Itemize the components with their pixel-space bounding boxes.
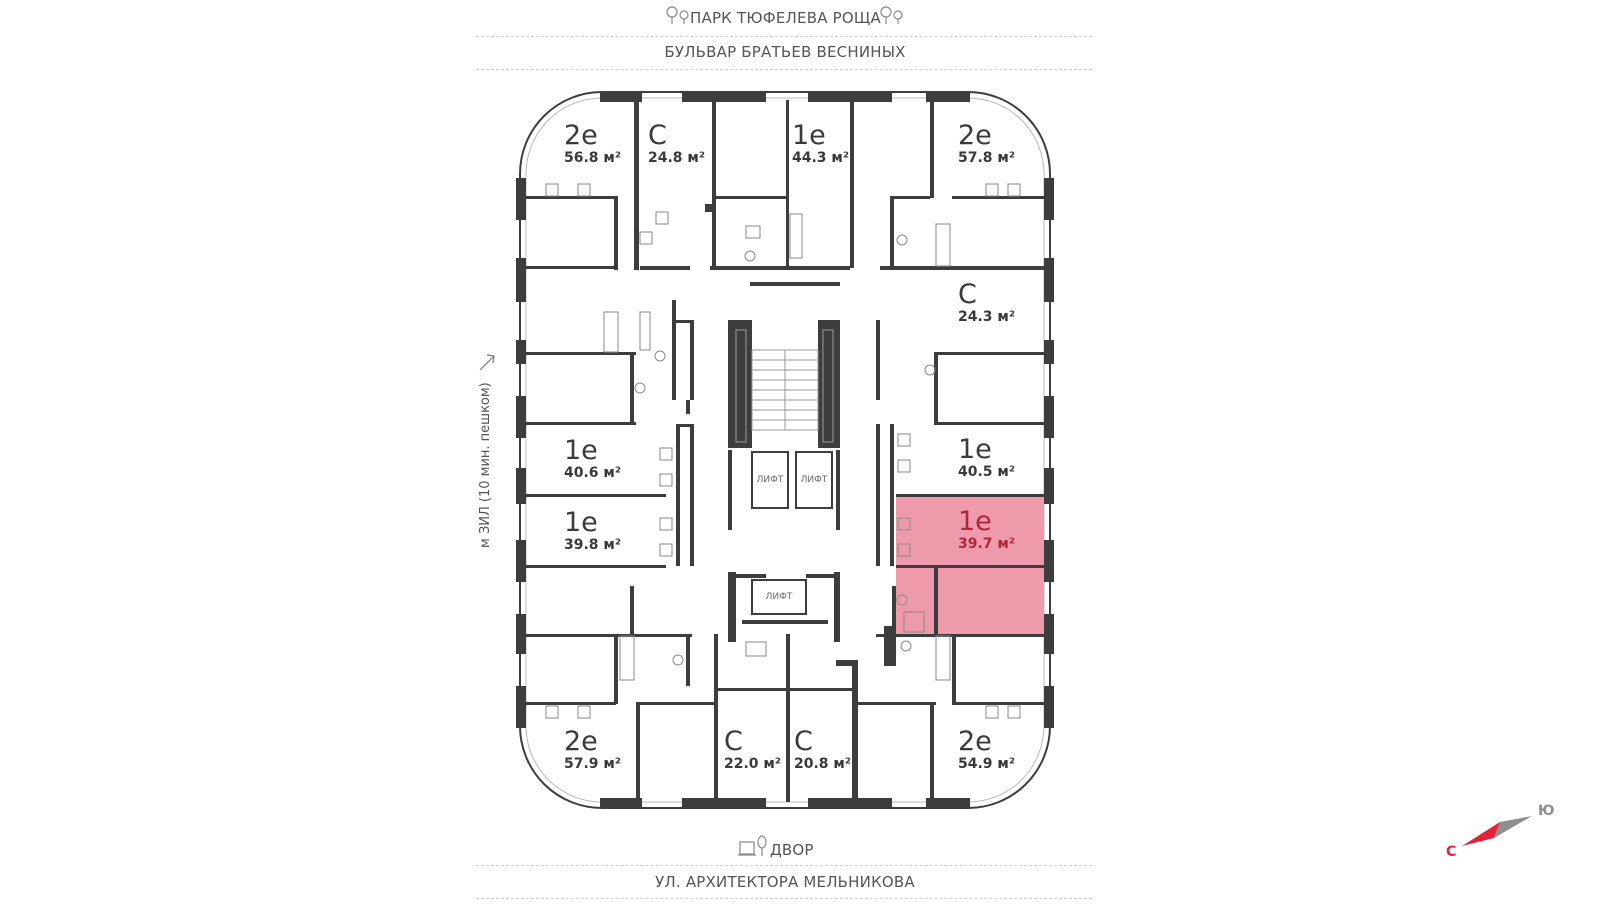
apartment-1e-39-7-selected[interactable]: 1е 39.7 м²	[958, 508, 1015, 551]
apartment-1e-44-3[interactable]: 1е 44.3 м²	[792, 122, 849, 165]
park-label: ПАРК ТЮФЕЛЕВА РОЩА	[690, 9, 881, 27]
compass-icon	[1462, 816, 1532, 846]
apartment-2e-56-8[interactable]: 2е 56.8 м²	[564, 122, 621, 165]
apartment-1e-39-8[interactable]: 1е 39.8 м²	[564, 509, 621, 552]
apartment-2e-54-9[interactable]: 2е 54.9 м²	[958, 728, 1015, 771]
apartment-area: 20.8 м²	[794, 756, 851, 772]
apartment-1e-40-6[interactable]: 1е 40.6 м²	[564, 437, 621, 480]
lift-label: ЛИФТ	[800, 475, 828, 485]
apartment-c-20-8[interactable]: С 20.8 м²	[794, 728, 851, 771]
compass-north-label: С	[1446, 844, 1457, 860]
apartment-type: 2е	[958, 726, 992, 757]
fixtures	[545, 183, 1021, 719]
apartment-area: 24.3 м²	[958, 309, 1015, 325]
apartment-2e-57-9[interactable]: 2е 57.9 м²	[564, 728, 621, 771]
street-label: УЛ. АРХИТЕКТОРА МЕЛЬНИКОВА	[655, 873, 915, 891]
apartment-area: 57.8 м²	[958, 150, 1015, 166]
building-outline	[519, 91, 1051, 809]
apartment-area: 56.8 м²	[564, 150, 621, 166]
apartment-1e-40-5[interactable]: 1е 40.5 м²	[958, 436, 1015, 479]
top-divider-1	[476, 36, 1092, 37]
tree-icon-left	[666, 6, 689, 24]
bottom-divider-1	[476, 865, 1092, 866]
apartment-area: 40.5 м²	[958, 464, 1015, 480]
metro-arrow-icon	[479, 354, 495, 371]
metro-direction-label: м ЗИЛ (10 мин. пешком)	[478, 382, 493, 548]
apartment-type: 1е	[792, 120, 826, 151]
tree-icon-right	[880, 6, 903, 24]
playground-icon	[738, 835, 767, 856]
apartment-type: 1е	[564, 435, 598, 466]
apartment-type: 1е	[958, 434, 992, 465]
apartment-area: 24.8 м²	[648, 150, 705, 166]
apartment-type: С	[648, 120, 667, 151]
apartment-type: 1е	[958, 506, 992, 537]
apartment-area: 40.6 м²	[564, 465, 621, 481]
apartment-area: 57.9 м²	[564, 756, 621, 772]
yard-label: ДВОР	[770, 841, 814, 859]
apartment-area: 54.9 м²	[958, 756, 1015, 772]
top-divider-2	[476, 69, 1092, 70]
compass-south-label: Ю	[1538, 803, 1555, 819]
apartment-area: 22.0 м²	[724, 756, 781, 772]
apartment-area: 39.8 м²	[564, 537, 621, 553]
stairwell	[735, 329, 834, 615]
apartment-type: 1е	[564, 507, 598, 538]
apartment-type: С	[958, 279, 977, 310]
apartment-type: С	[724, 726, 743, 757]
apartment-area: 44.3 м²	[792, 150, 849, 166]
apartment-type: С	[794, 726, 813, 757]
lift-label: ЛИФТ	[756, 475, 784, 485]
apartment-area: 39.7 м²	[958, 536, 1015, 552]
apartment-c-24-8[interactable]: С 24.8 м²	[648, 122, 705, 165]
apartment-type: 2е	[564, 120, 598, 151]
apartment-c-22-0[interactable]: С 22.0 м²	[724, 728, 781, 771]
apartment-type: 2е	[564, 726, 598, 757]
apartment-2e-57-8[interactable]: 2е 57.8 м²	[958, 122, 1015, 165]
boulevard-label: БУЛЬВАР БРАТЬЕВ ВЕСНИНЫХ	[664, 43, 906, 61]
apartment-c-24-3[interactable]: С 24.3 м²	[958, 281, 1015, 324]
bottom-divider-2	[476, 898, 1092, 899]
apartment-type: 2е	[958, 120, 992, 151]
lift-label: ЛИФТ	[765, 592, 793, 602]
